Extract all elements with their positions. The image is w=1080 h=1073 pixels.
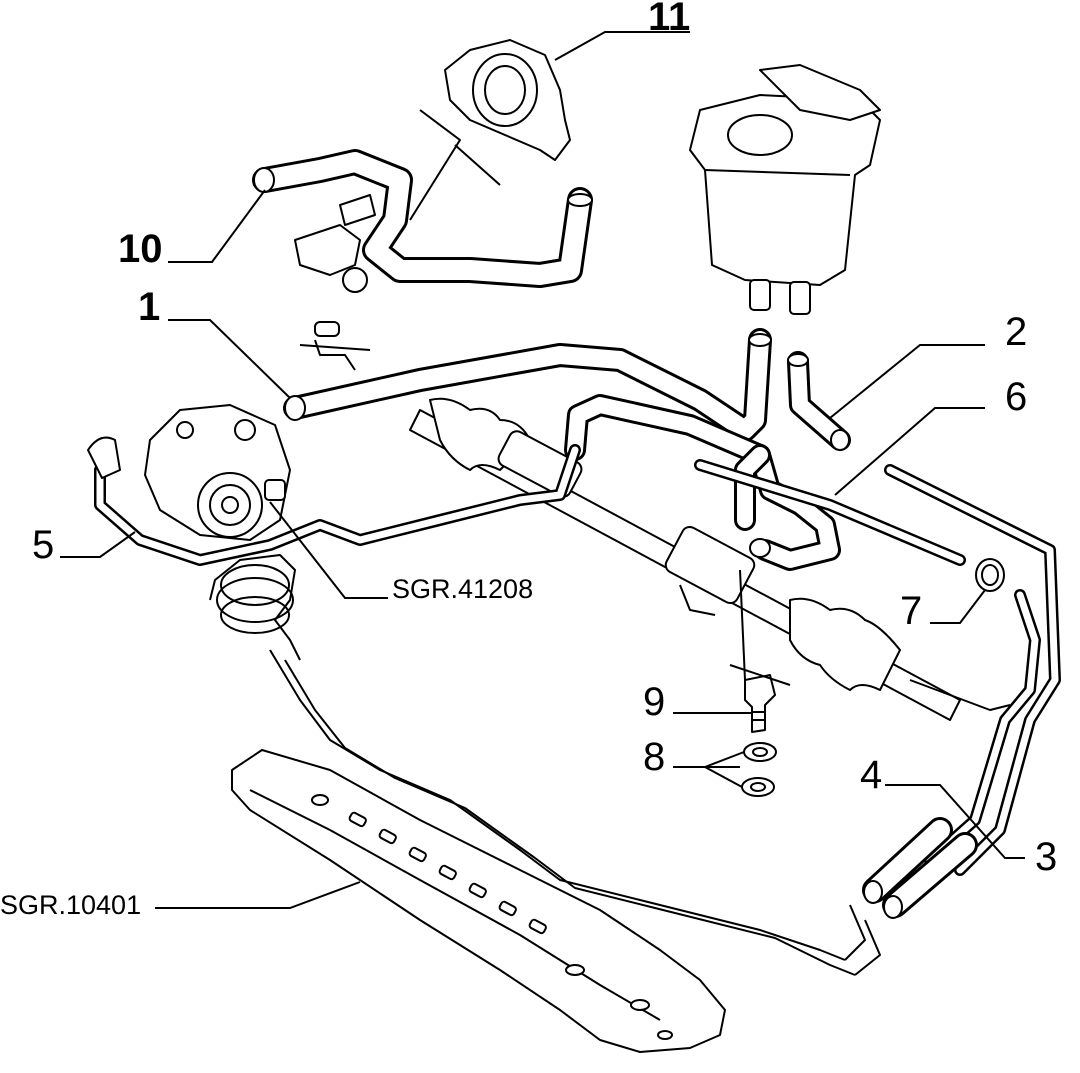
callout-4: 4 — [860, 753, 882, 797]
callout-1: 1 — [138, 285, 160, 329]
callout-8: 8 — [643, 735, 665, 779]
hose-5 — [87, 436, 581, 566]
steel-lines — [209, 554, 881, 976]
assembly-axis — [729, 569, 791, 686]
callout-5: 5 — [32, 523, 54, 567]
leader-lines — [60, 31, 1025, 909]
power-steering-pump — [144, 404, 291, 541]
steering-rack — [409, 397, 1011, 721]
clamp-7 — [975, 558, 1005, 592]
callout-3: 3 — [1035, 835, 1057, 879]
crossmember — [231, 749, 726, 1053]
callout-9: 9 — [643, 680, 665, 724]
hose-2 — [787, 351, 851, 451]
callout-6: 6 — [1005, 375, 1027, 419]
reference-pump: SGR.41208 — [392, 574, 533, 604]
hose-3-4-cooling-lines — [694, 459, 1061, 919]
washers-8 — [741, 742, 777, 797]
callout-2: 2 — [1005, 310, 1027, 354]
hose-1 — [283, 328, 772, 442]
banjo-bolt-9 — [744, 674, 776, 733]
clamp-11 — [409, 39, 571, 221]
crossmember-holes — [311, 794, 673, 1040]
hose-10 — [252, 149, 593, 293]
fluid-reservoir — [689, 64, 881, 315]
callout-11: 11 — [648, 0, 690, 39]
callout-7: 7 — [900, 589, 922, 633]
tie-rod-end — [299, 321, 371, 371]
reference-crossmember: SGR.10401 — [0, 890, 141, 920]
callout-10: 10 — [118, 227, 163, 271]
callout-labels: 11 10 1 2 6 5 SGR.41208 7 9 8 4 3 SGR.10… — [0, 0, 1057, 920]
